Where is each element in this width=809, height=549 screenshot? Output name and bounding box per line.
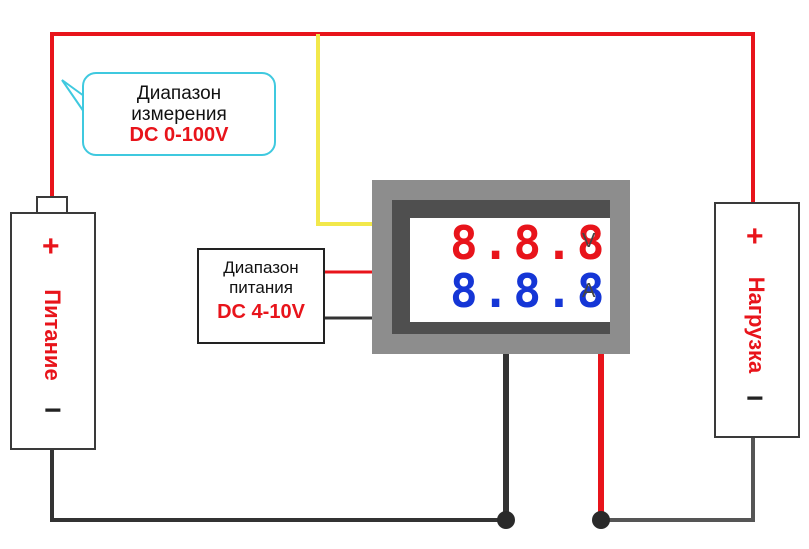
junction-dot-right — [592, 511, 610, 529]
bubble-tail — [61, 79, 85, 116]
battery-left-minus: − — [44, 394, 62, 427]
wire-yellow — [316, 34, 372, 226]
battery-right-label: Нагрузка — [744, 276, 769, 374]
bubble-line-2: измерения — [131, 104, 227, 125]
measurement-range-bubble: Диапазон измерения DC 0-100V — [82, 72, 276, 156]
junction-dot-left — [497, 511, 515, 529]
battery-right-plus: + — [746, 220, 764, 253]
battery-right-minus: − — [746, 382, 764, 415]
voltage-digits: 8.8.8 — [450, 216, 609, 270]
bubble-line-3: DC 0-100V — [129, 124, 229, 146]
load-block — [714, 202, 800, 438]
supply-line-2: питания — [229, 278, 293, 297]
battery-power-supply — [10, 212, 96, 450]
supply-line-3: DC 4-10V — [217, 301, 305, 323]
current-unit: A — [582, 280, 596, 302]
meter-display — [410, 218, 610, 322]
wire-black-return — [50, 450, 506, 522]
supply-line-1: Диапазон — [223, 258, 299, 277]
battery-terminal-cap — [36, 196, 68, 214]
battery-left-label: Питание — [40, 289, 65, 381]
wire-load-return — [601, 438, 755, 522]
voltage-unit: V — [582, 230, 596, 252]
current-digits: 8.8.8 — [450, 264, 609, 318]
supply-range-box: Диапазон питания DC 4-10V — [197, 248, 325, 344]
battery-left-plus: + — [42, 230, 60, 263]
bubble-line-1: Диапазон — [136, 83, 222, 104]
wire-red-top — [50, 32, 755, 204]
